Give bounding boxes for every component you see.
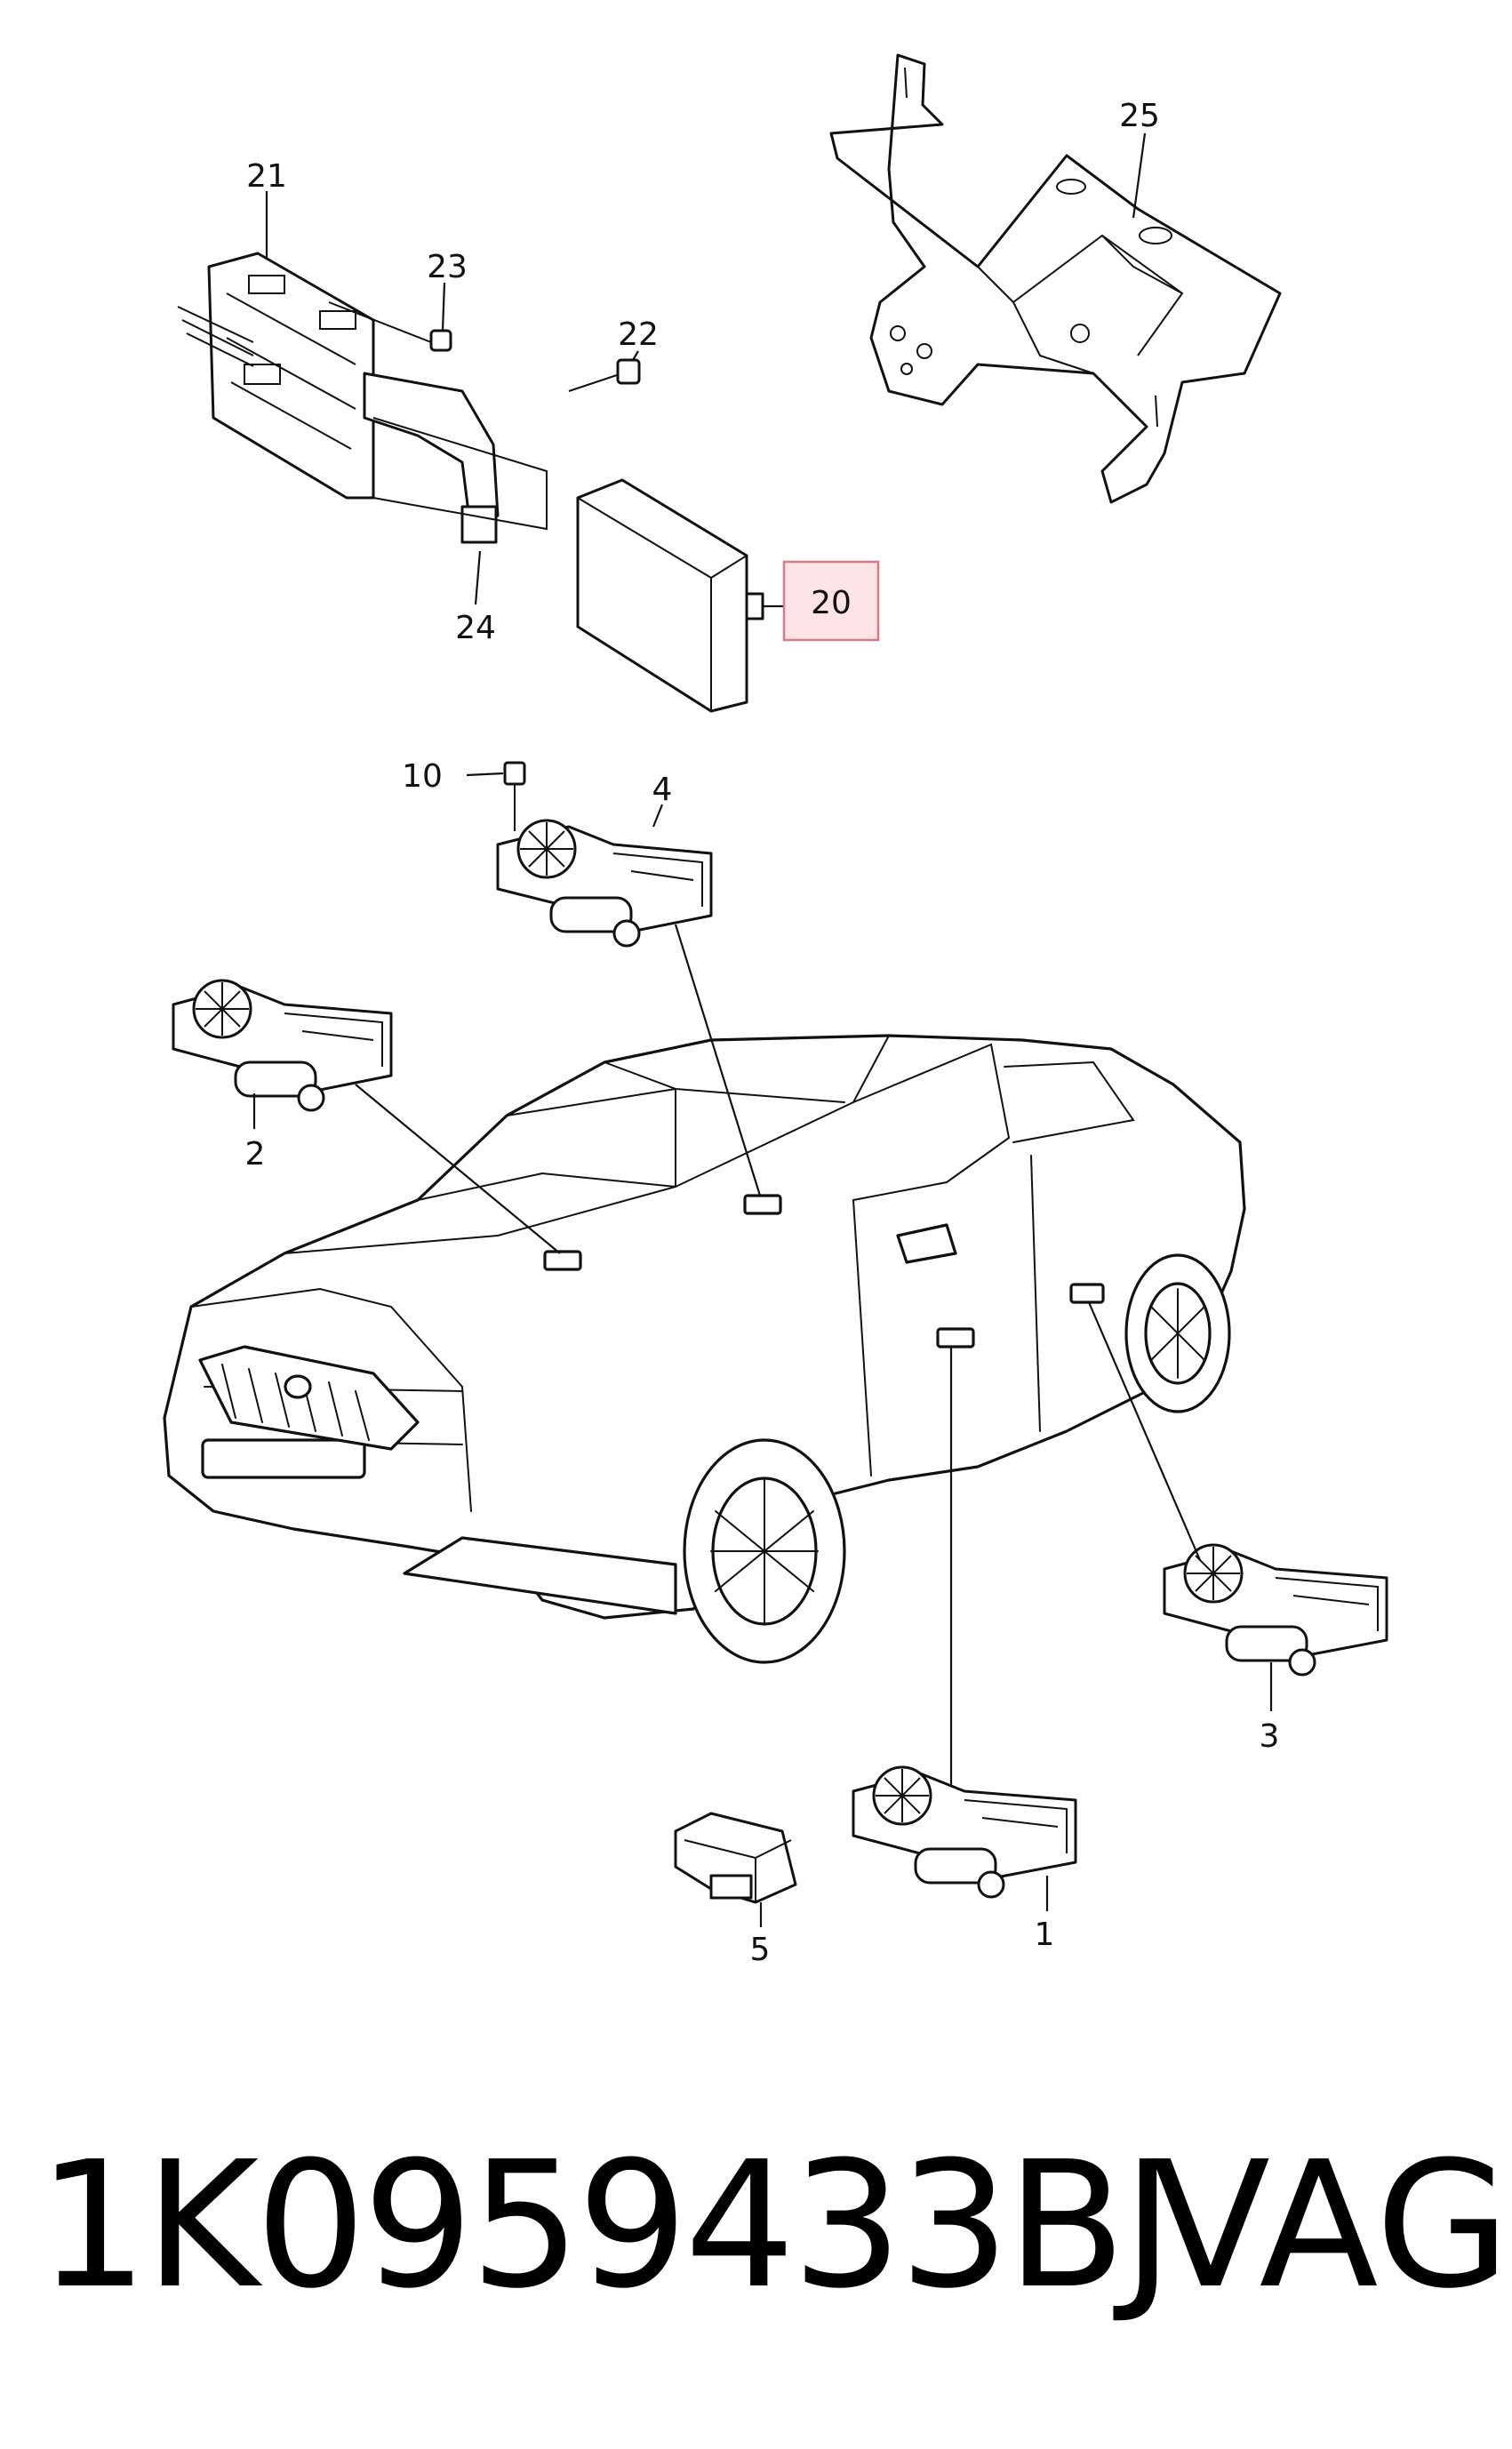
parts-diagram: 25 21 24 23 22 20 [163,53,1388,1968]
callout-25: 25 [1119,98,1160,134]
callout-2: 2 [245,1136,266,1172]
callout-24: 24 [455,610,496,646]
callout-5: 5 [750,1932,771,1968]
highlight-box-20 [782,560,880,642]
part-number: 1K0959433BJ [37,2125,1173,2327]
screw-part-10 [466,761,526,831]
leader-4 [674,924,762,1196]
footer: 1K0959433BJ VAG [0,2116,1512,2347]
callout-1: 1 [1035,1917,1055,1953]
window-motor-part-1 [852,1765,1077,1911]
screw-part-23 [328,282,452,352]
leader-3 [1087,1301,1202,1561]
callout-4: 4 [652,772,673,808]
car-illustration [163,1034,1246,1664]
leader-2 [355,1084,561,1254]
bolt-part-22 [568,350,641,392]
motor-location-front-left [543,1250,582,1271]
callout-3: 3 [1260,1718,1280,1755]
motor-location-front-door [936,1327,975,1349]
callout-21: 21 [246,158,287,195]
bracket-part-25 [829,53,1282,504]
control-unit-part-20 [576,478,880,713]
window-motor-part-2 [172,979,393,1129]
window-motor-part-4 [496,804,713,948]
motor-location-rear-door [1069,1283,1105,1304]
holder-part-21 [177,191,548,605]
callout-22: 22 [618,316,659,353]
window-motor-part-3 [1163,1543,1388,1711]
callout-20: 20 [811,585,852,621]
module-part-5 [674,1812,797,1927]
motor-location-front-right [743,1194,782,1215]
brand-label: VAG [1151,2125,1511,2327]
callout-23: 23 [427,249,468,285]
callout-10: 10 [402,758,443,795]
